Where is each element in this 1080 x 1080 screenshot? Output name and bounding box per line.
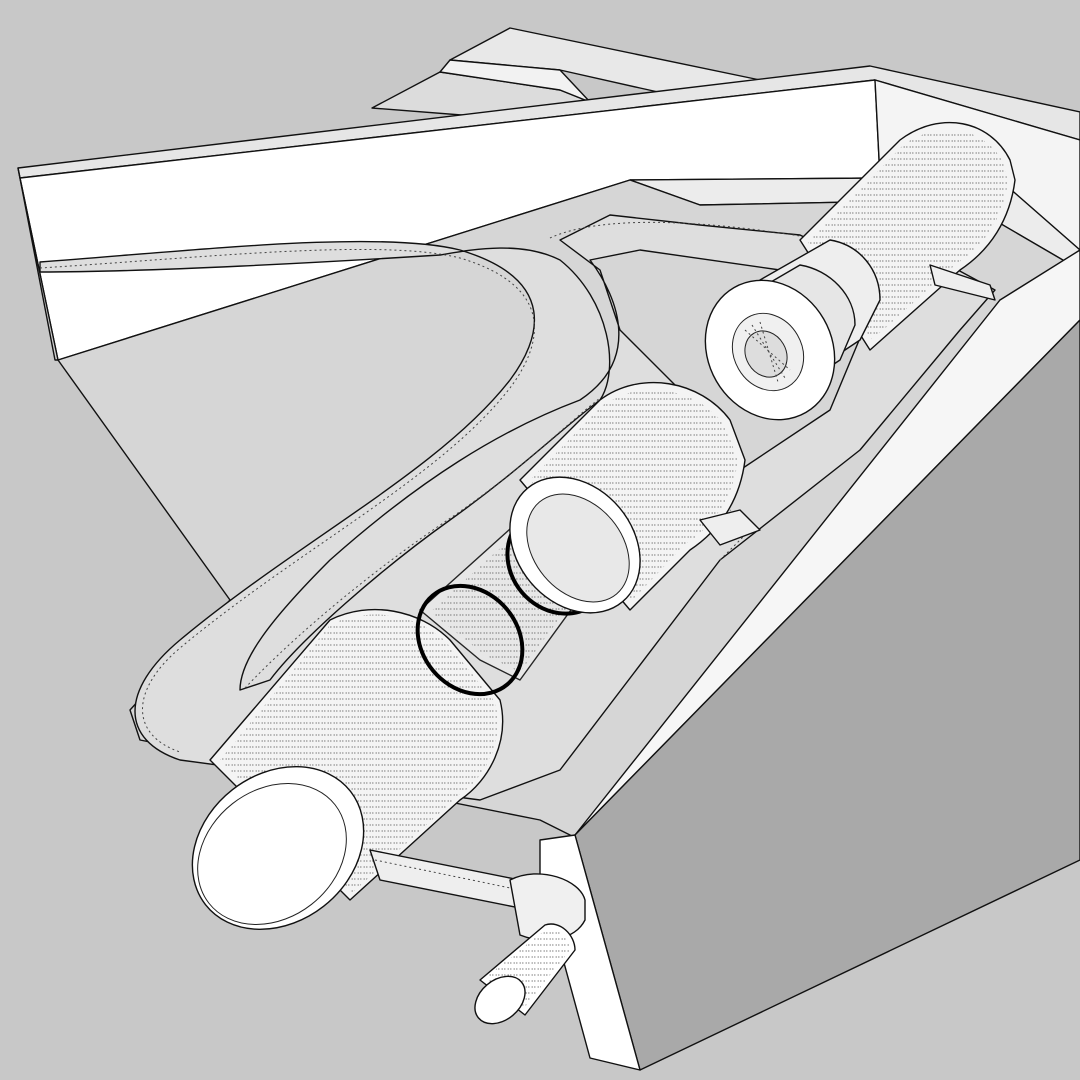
axle-pin [474,873,586,1025]
main-spindle [191,381,761,930]
side-wall [539,249,1080,1071]
upper-roller [704,121,1016,421]
